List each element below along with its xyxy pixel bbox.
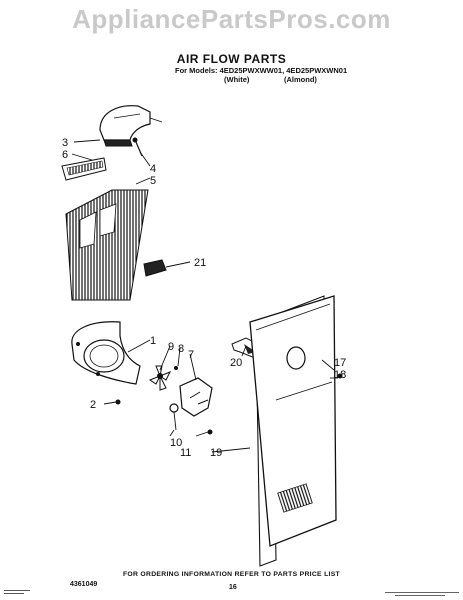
fan-shroud [71, 321, 141, 385]
callout-21: 21 [194, 257, 206, 269]
color-white-label: (White) [224, 75, 250, 84]
clip-part-21 [143, 259, 191, 277]
rear-panel [249, 295, 343, 547]
color-almond-label: (Almond) [284, 75, 317, 84]
watermark: AppliancePartsPros.com [72, 4, 391, 34]
callout-19: 19 [210, 447, 222, 459]
motor-bracket [169, 403, 179, 431]
printer-stamp-right [385, 592, 459, 596]
callout-1: 1 [150, 335, 156, 347]
fan-motor [179, 377, 213, 417]
screw-part-2 [103, 399, 121, 405]
callout-8: 8 [178, 343, 184, 355]
callout-labels: 3 6 4 5 21 1 9 8 7 20 17 18 2 10 11 19 [62, 137, 346, 459]
callout-4: 4 [150, 163, 156, 175]
callout-18: 18 [334, 369, 346, 381]
models-line: For Models: 4ED25PWXWW01, 4ED25PWXWN01 [175, 66, 348, 75]
callout-20: 20 [230, 357, 242, 369]
screw-part-11 [195, 429, 213, 437]
page-number: 16 [229, 584, 237, 591]
callout-11: 11 [180, 447, 191, 459]
ordering-note: FOR ORDERING INFORMATION REFER TO PARTS … [122, 571, 341, 578]
fan-blade [148, 365, 178, 391]
callout-6: 6 [62, 149, 68, 161]
callout-10: 10 [170, 437, 182, 449]
document-number: 4361049 [70, 581, 98, 588]
callout-9: 9 [168, 341, 174, 353]
callout-5: 5 [150, 175, 156, 187]
evaporator-cover-panel [65, 189, 149, 301]
callout-17: 17 [334, 357, 346, 369]
callout-7: 7 [188, 349, 194, 361]
callout-2: 2 [90, 399, 96, 411]
printer-stamp-left [4, 590, 30, 594]
air-duct-cover [99, 105, 163, 147]
page-title: AIR FLOW PARTS [176, 52, 287, 66]
callout-3: 3 [62, 137, 68, 149]
leader-lines [71, 139, 338, 453]
grille-part [61, 157, 107, 181]
